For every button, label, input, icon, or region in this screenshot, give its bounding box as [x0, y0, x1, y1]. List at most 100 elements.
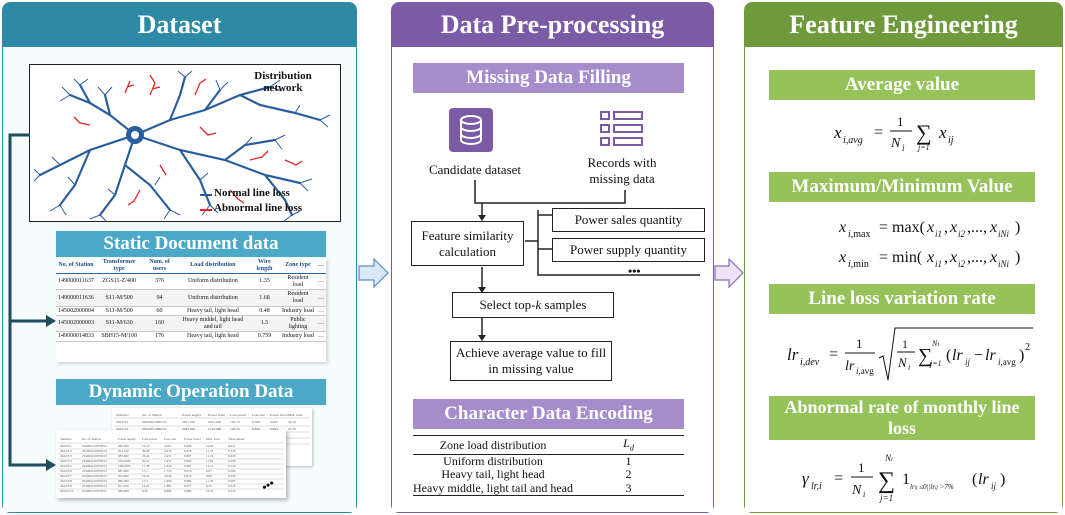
- svg-text:254002210070013: 254002210070013: [82, 454, 107, 458]
- svg-text:Ni: Ni: [931, 339, 939, 348]
- candidate-dataset-label: Candidate dataset: [428, 162, 522, 177]
- svg-text:06430011080175: 06430011080175: [142, 427, 167, 431]
- dataset-connector: [8, 133, 56, 471]
- table-cell: 376: [142, 273, 177, 291]
- svg-text:ij: ij: [948, 135, 954, 146]
- svg-text:811.000: 811.000: [118, 484, 129, 488]
- achieve-average-box: Achieve average value to fill in missing…: [450, 341, 612, 381]
- svg-text:2022/3/7: 2022/3/7: [60, 474, 72, 478]
- svg-text:iNi: iNi: [998, 229, 1010, 239]
- arrow-right-icon: [358, 258, 389, 288]
- svg-text:lr: lr: [952, 347, 963, 364]
- svg-text:iNi: iNi: [998, 259, 1010, 269]
- svg-text:i: i: [902, 143, 905, 153]
- svg-text:25.76: 25.76: [288, 427, 296, 431]
- svg-text:951.310: 951.310: [118, 449, 129, 453]
- svg-text:Power sales: Power sales: [208, 413, 225, 417]
- svg-text:1: 1: [897, 114, 904, 129]
- svg-text:−: −: [974, 347, 983, 364]
- svg-text:(: (: [946, 347, 951, 364]
- network-graph: [33, 70, 331, 222]
- svg-text:= min(: = min(: [879, 249, 922, 266]
- svg-text:23.41: 23.41: [142, 454, 150, 458]
- feature-similarity-box: Feature similarity calculation: [411, 221, 524, 266]
- static-col-wire: Wire length: [249, 258, 280, 275]
- svg-text:2.026: 2.026: [164, 474, 172, 478]
- svg-text:11.19: 11.19: [206, 454, 214, 458]
- svg-text:x: x: [926, 219, 934, 236]
- svg-text:254002210070013: 254002210070013: [82, 489, 107, 493]
- table-cell: 1.68: [249, 289, 280, 307]
- svg-text:lr: lr: [845, 359, 855, 374]
- svg-text:N: N: [897, 355, 908, 370]
- svg-text:,: ,: [944, 219, 948, 236]
- table-cell: 149000014833: [56, 331, 96, 342]
- svg-text:17.3: 17.3: [142, 479, 148, 483]
- svg-text:i,avg: i,avg: [856, 366, 874, 376]
- svg-text:133.73: 133.73: [230, 420, 240, 424]
- preprocessing-title: Data Pre-processing: [391, 2, 714, 48]
- svg-text:i: i: [863, 490, 865, 499]
- svg-text:0.518: 0.518: [228, 489, 236, 493]
- svg-text:966.000: 966.000: [118, 444, 129, 448]
- variation-formula: lr i,dev = 1 lr i,avg 1 N i ∑ Ni j=1 ( l…: [787, 327, 1033, 381]
- table-cell: 0.759: [249, 331, 280, 342]
- svg-text:0.994: 0.994: [270, 427, 278, 431]
- svg-text:γ: γ: [802, 469, 810, 488]
- svg-text:24.19: 24.19: [288, 420, 296, 424]
- svg-text:=: =: [829, 346, 838, 363]
- select-text: Select top-: [479, 297, 536, 313]
- svg-text:No. of Station: No. of Station: [82, 437, 101, 441]
- encoding-col-zone: Zone load distribution: [439, 437, 547, 452]
- svg-text:i,avg: i,avg: [998, 357, 1016, 367]
- select-tail: samples: [541, 297, 587, 313]
- svg-text:2045.620: 2045.620: [182, 427, 195, 431]
- svg-text:0.546: 0.546: [228, 464, 236, 468]
- svg-text:8.56: 8.56: [142, 489, 148, 493]
- svg-text:i2: i2: [958, 229, 966, 239]
- svg-text:=: =: [874, 124, 883, 141]
- svg-text:10.37: 10.37: [206, 489, 214, 493]
- table-cell: 160: [142, 315, 177, 333]
- abnormal-rate-banner: Abnormal rate of monthly line loss: [769, 396, 1035, 440]
- table-cell: 149000011636: [56, 289, 96, 307]
- svg-text:17.1: 17.1: [142, 469, 148, 473]
- svg-text:254002210070013: 254002210070013: [82, 474, 107, 478]
- svg-text:x: x: [989, 219, 997, 236]
- table-cell: 94: [142, 289, 177, 307]
- table-cell: 2: [625, 467, 632, 482]
- svg-text:2051.370: 2051.370: [182, 420, 195, 424]
- svg-text:0.509: 0.509: [228, 469, 236, 473]
- table-cell: Uniform distribution: [176, 273, 249, 291]
- svg-text:): ): [1019, 347, 1024, 364]
- svg-text:9.80: 9.80: [206, 474, 212, 478]
- svg-text:969.000: 969.000: [118, 479, 129, 483]
- svg-text:i: i: [908, 363, 910, 372]
- svg-text:x: x: [938, 123, 947, 142]
- svg-text:2022/3/1: 2022/3/1: [116, 420, 129, 424]
- svg-text:2022/3/6: 2022/3/6: [60, 469, 72, 473]
- svg-text:954.000: 954.000: [118, 474, 129, 478]
- encoding-table: Zone load distribution Ld Uniform distri…: [413, 435, 684, 505]
- svg-text:1: 1: [902, 471, 910, 488]
- svg-text:17.48: 17.48: [142, 464, 150, 468]
- network-label: Distribution network: [254, 70, 312, 95]
- svg-text:16.67: 16.67: [142, 484, 150, 488]
- svg-text:0.978: 0.978: [184, 449, 192, 453]
- svg-text:0.605: 0.605: [228, 479, 236, 483]
- svg-text:2022/3/5: 2022/3/5: [60, 464, 72, 468]
- svg-text:0.631: 0.631: [228, 444, 236, 448]
- power-supply-box: Power supply quantity: [552, 238, 705, 262]
- svg-text:Statistics: Statistics: [60, 437, 73, 441]
- static-col-load: Load distribution: [176, 258, 249, 275]
- abnormal-formula: γ lr,i = 1 N i ∑ Ni j=1 1 lrij ≤0||lrij …: [802, 453, 1005, 503]
- svg-text:1.966: 1.966: [164, 479, 172, 483]
- select-topk-box: Select top-k samples: [452, 292, 614, 318]
- table-cell: 145002000003: [56, 315, 96, 333]
- svg-text:j=1: j=1: [929, 359, 942, 368]
